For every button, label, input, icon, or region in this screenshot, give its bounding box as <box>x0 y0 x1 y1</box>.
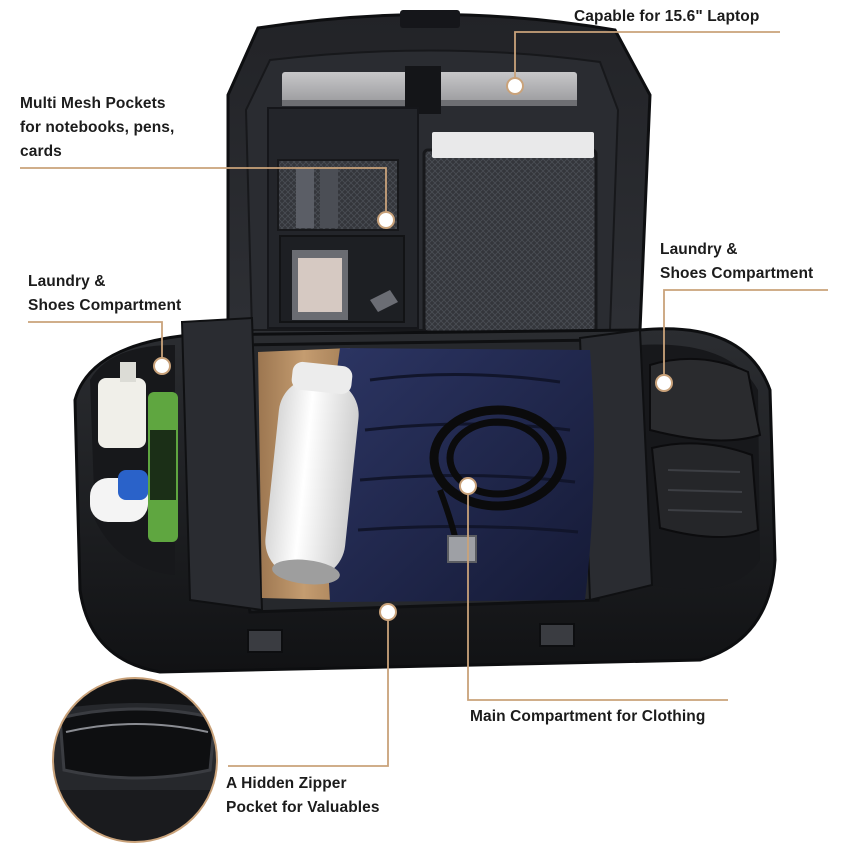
right-laundry-callout-label: Laundry & Shoes Compartment <box>660 238 813 286</box>
right-laundry-callout-dot <box>655 374 673 392</box>
left-laundry-callout-label: Laundry & Shoes Compartment <box>28 270 181 318</box>
left-buckle <box>247 629 283 653</box>
laptop-callout-label: Capable for 15.6" Laptop <box>574 5 759 29</box>
bag-lid <box>226 10 652 347</box>
main-compartment-callout-label: Main Compartment for Clothing <box>470 705 705 729</box>
callout-text-line: Main Compartment for Clothing <box>470 708 706 725</box>
left-laundry-callout-dot <box>153 357 171 375</box>
laptop-callout-dot <box>506 77 524 95</box>
laptop-strap <box>405 66 441 114</box>
callout-text-line: Laundry & <box>660 241 738 258</box>
callout-text-line: A Hidden Zipper <box>226 775 347 792</box>
hidden-pocket-callout-label: A Hidden Zipper Pocket for Valuables <box>226 772 380 820</box>
left-laundry-callout-line <box>28 321 163 358</box>
toiletries <box>90 362 178 542</box>
hidden-callout-dot <box>379 603 397 621</box>
callout-lines <box>20 31 828 767</box>
callout-text-line: cards <box>20 143 62 160</box>
mesh-pockets-callout-label: Multi Mesh Pockets for notebooks, pens, … <box>20 92 174 164</box>
callout-text-line: Laundry & <box>28 273 106 290</box>
notebook <box>432 132 594 158</box>
callout-text-line: for notebooks, pens, <box>20 119 175 136</box>
callout-text-line: Capable for 15.6" Laptop <box>574 8 760 25</box>
hidden-callout-line <box>228 612 389 767</box>
callout-text-line: Pocket for Valuables <box>226 799 380 816</box>
callout-text-line: Shoes Compartment <box>28 297 182 314</box>
callout-text-line: Shoes Compartment <box>660 265 814 282</box>
hidden-pocket-inset <box>52 677 218 843</box>
main-callout-dot <box>459 477 477 495</box>
shoes <box>649 357 762 539</box>
main-callout-line <box>467 486 728 701</box>
right-buckle <box>539 623 575 647</box>
callout-dots <box>153 77 673 621</box>
laptop <box>282 66 577 114</box>
mesh-callout-line <box>20 167 387 212</box>
water-bottle <box>265 361 359 585</box>
laptop-callout-line <box>514 31 780 80</box>
right-laundry-callout-line <box>663 289 828 376</box>
mesh-pocket <box>422 148 598 334</box>
belt <box>429 405 567 563</box>
lid-handle <box>400 10 460 28</box>
callout-text-line: Multi Mesh Pockets <box>20 95 166 112</box>
mesh-callout-dot <box>377 211 395 229</box>
